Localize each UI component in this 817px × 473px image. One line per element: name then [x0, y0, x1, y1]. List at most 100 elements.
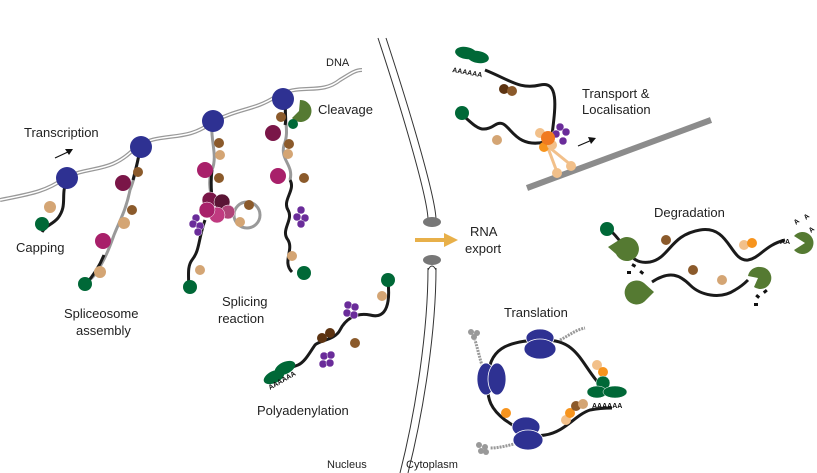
- degraded-nucleotides: [627, 263, 768, 306]
- degrading-mrna-1: AA A A A: [600, 213, 816, 264]
- exonuclease-5-icon: [624, 280, 654, 305]
- rbp: [350, 338, 360, 348]
- released-a: A: [808, 226, 816, 235]
- ribosome: [523, 328, 557, 360]
- direction-arrow-icon: [54, 149, 73, 159]
- exon-junction-complex: [188, 213, 205, 237]
- dna-label: DNA: [326, 57, 350, 69]
- translation-label: Translation: [504, 305, 568, 320]
- poly-a-tail: AAAAAA: [452, 67, 483, 79]
- translating-mrna: AAAAAA: [468, 326, 628, 455]
- transcription-label: Transcription: [24, 125, 99, 140]
- spliceosome-assembly-transcript: [78, 136, 152, 291]
- rbp-dark: [499, 84, 509, 94]
- mrna-cap: [183, 280, 197, 294]
- rbp: [195, 265, 205, 275]
- rbp: [133, 167, 143, 177]
- mrna-cap: [381, 273, 395, 287]
- polyadenylated-mrna: AAAAAA: [263, 273, 395, 392]
- spliceosome-assembly-label-2: assembly: [76, 323, 131, 338]
- rbp: [492, 135, 502, 145]
- exon-junction-complex: [342, 300, 360, 320]
- transport-label-2: Localisation: [582, 102, 651, 117]
- rbp: [215, 150, 225, 160]
- rbp-in-lariat: [235, 217, 245, 227]
- rbp: [284, 139, 294, 149]
- released-a: A: [793, 218, 801, 227]
- ribosome: [511, 416, 544, 451]
- degradation-label: Degradation: [654, 205, 725, 220]
- mrna-cap: [297, 266, 311, 280]
- rna-polymerase: [56, 167, 78, 189]
- rna-polymerase: [130, 136, 152, 158]
- cleavage-transcript: [265, 88, 312, 280]
- pabp: [467, 50, 489, 64]
- ribosome: [476, 362, 507, 396]
- rbp: [598, 367, 608, 377]
- pabp: [263, 369, 285, 385]
- rna-export-label-2: export: [465, 241, 502, 256]
- cleavage-stimulation-factor: [288, 119, 298, 129]
- cytoplasm-label: Cytoplasm: [406, 459, 458, 471]
- rbp-dark: [317, 333, 327, 343]
- rbp: [592, 360, 602, 370]
- splicing-reaction-transcript: [183, 110, 262, 294]
- capping-label: Capping: [16, 240, 64, 255]
- capping-transcript: [35, 167, 78, 233]
- rbp: [287, 251, 297, 261]
- rbp: [118, 217, 130, 229]
- rbp: [214, 173, 224, 183]
- rbp: [578, 399, 588, 409]
- pabp: [602, 385, 628, 399]
- rna-export-label-1: RNA: [470, 224, 498, 239]
- exon-junction-complex: [292, 205, 310, 229]
- spliceosome: [198, 191, 236, 224]
- motor-protein-complex: [535, 122, 576, 178]
- rbp-in-lariat: [244, 200, 254, 210]
- rbp: [377, 291, 387, 301]
- rbp: [717, 275, 727, 285]
- poly-a-tail: AAAAAA: [592, 403, 622, 410]
- exonuclease-3-icon: [748, 266, 772, 289]
- rbp: [565, 408, 575, 418]
- mrna-cap: [600, 222, 614, 236]
- nuclear-pore-top: [423, 217, 441, 227]
- rbp-dark: [325, 328, 335, 338]
- spliceosome-u1: [115, 175, 131, 191]
- rbp: [688, 265, 698, 275]
- cleavage-label: Cleavage: [318, 102, 373, 117]
- degrading-mrna-2: [624, 263, 772, 306]
- cap-binding-protein: [44, 201, 56, 213]
- rbp: [747, 238, 757, 248]
- nucleus-label: Nucleus: [327, 459, 367, 471]
- spliceosome-component: [265, 125, 281, 141]
- nuclear-envelope: [377, 37, 441, 473]
- direction-arrow-icon: [577, 137, 596, 147]
- polyadenylation-label: Polyadenylation: [257, 403, 349, 418]
- transport-label-1: Transport &: [582, 86, 650, 101]
- rbp: [283, 149, 293, 159]
- cleavage-factor-icon: [292, 99, 312, 122]
- spliceosome-u2: [95, 233, 111, 249]
- decapping-exonuclease-icon: [608, 237, 639, 262]
- transport-mrna: AAAAAA: [452, 46, 713, 191]
- rbp: [94, 266, 106, 278]
- export-arrow-icon: [415, 233, 458, 247]
- spliceosome-component: [197, 162, 213, 178]
- rbp: [507, 86, 517, 96]
- rbp: [661, 235, 671, 245]
- rbp: [214, 138, 224, 148]
- rbp: [501, 408, 511, 418]
- splicing-reaction-label-2: reaction: [218, 311, 264, 326]
- mrna-cap: [35, 217, 49, 231]
- deadenylase-icon: [794, 232, 814, 254]
- exon-junction-complex: [318, 350, 336, 369]
- nuclear-pore-bottom: [423, 255, 441, 265]
- spliceosome-assembly-label-1: Spliceosome: [64, 306, 138, 321]
- rna-polymerase: [202, 110, 224, 132]
- mrna-cap: [455, 106, 469, 120]
- rbp: [299, 173, 309, 183]
- rna-polymerase: [272, 88, 294, 110]
- released-a: A: [803, 213, 811, 222]
